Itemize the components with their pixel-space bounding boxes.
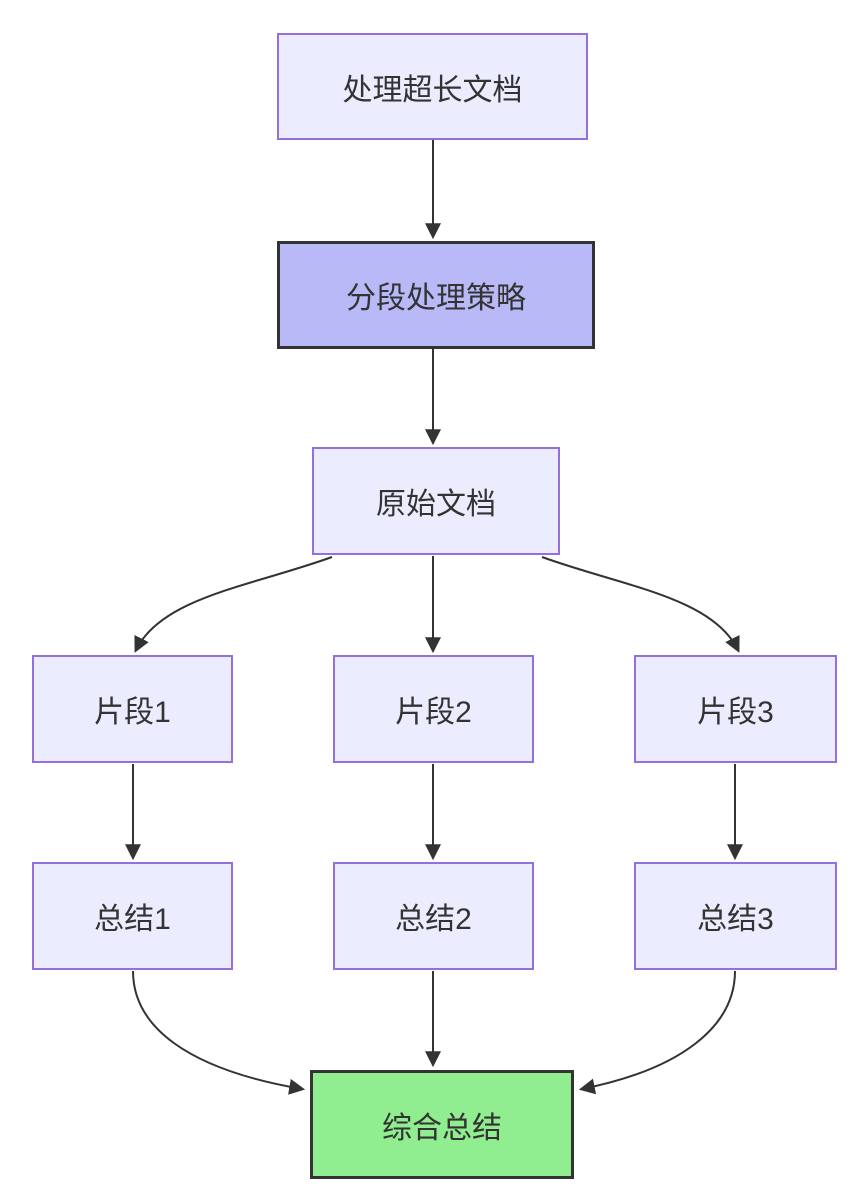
edge-c-d3 [541, 556, 740, 653]
node-label: 分段处理策略 [346, 282, 526, 315]
node-process-long-document: 处理超长文档 [277, 33, 588, 140]
node-label: 总结2 [395, 903, 472, 936]
node-summary-2: 总结2 [333, 862, 534, 970]
node-summary-1: 总结1 [32, 862, 233, 970]
node-label: 片段1 [94, 696, 171, 729]
node-comprehensive-summary: 综合总结 [310, 1070, 574, 1179]
node-label: 处理超长文档 [342, 73, 523, 107]
node-label: 总结3 [697, 903, 774, 936]
node-fragment-2: 片段2 [333, 655, 534, 763]
node-segmented-strategy: 分段处理策略 [277, 241, 595, 349]
edge-e3-f [578, 970, 736, 1095]
edge-c-d1 [134, 556, 333, 653]
node-label: 原始文档 [376, 488, 496, 521]
node-label: 片段3 [697, 696, 774, 729]
node-summary-3: 总结3 [634, 862, 837, 970]
node-label: 片段2 [395, 696, 472, 729]
node-fragment-1: 片段1 [32, 655, 233, 763]
node-original-document: 原始文档 [312, 447, 560, 555]
node-fragment-3: 片段3 [634, 655, 837, 763]
node-label: 综合总结 [382, 1111, 502, 1145]
edge-e1-f [132, 970, 306, 1095]
node-label: 总结1 [94, 903, 171, 936]
